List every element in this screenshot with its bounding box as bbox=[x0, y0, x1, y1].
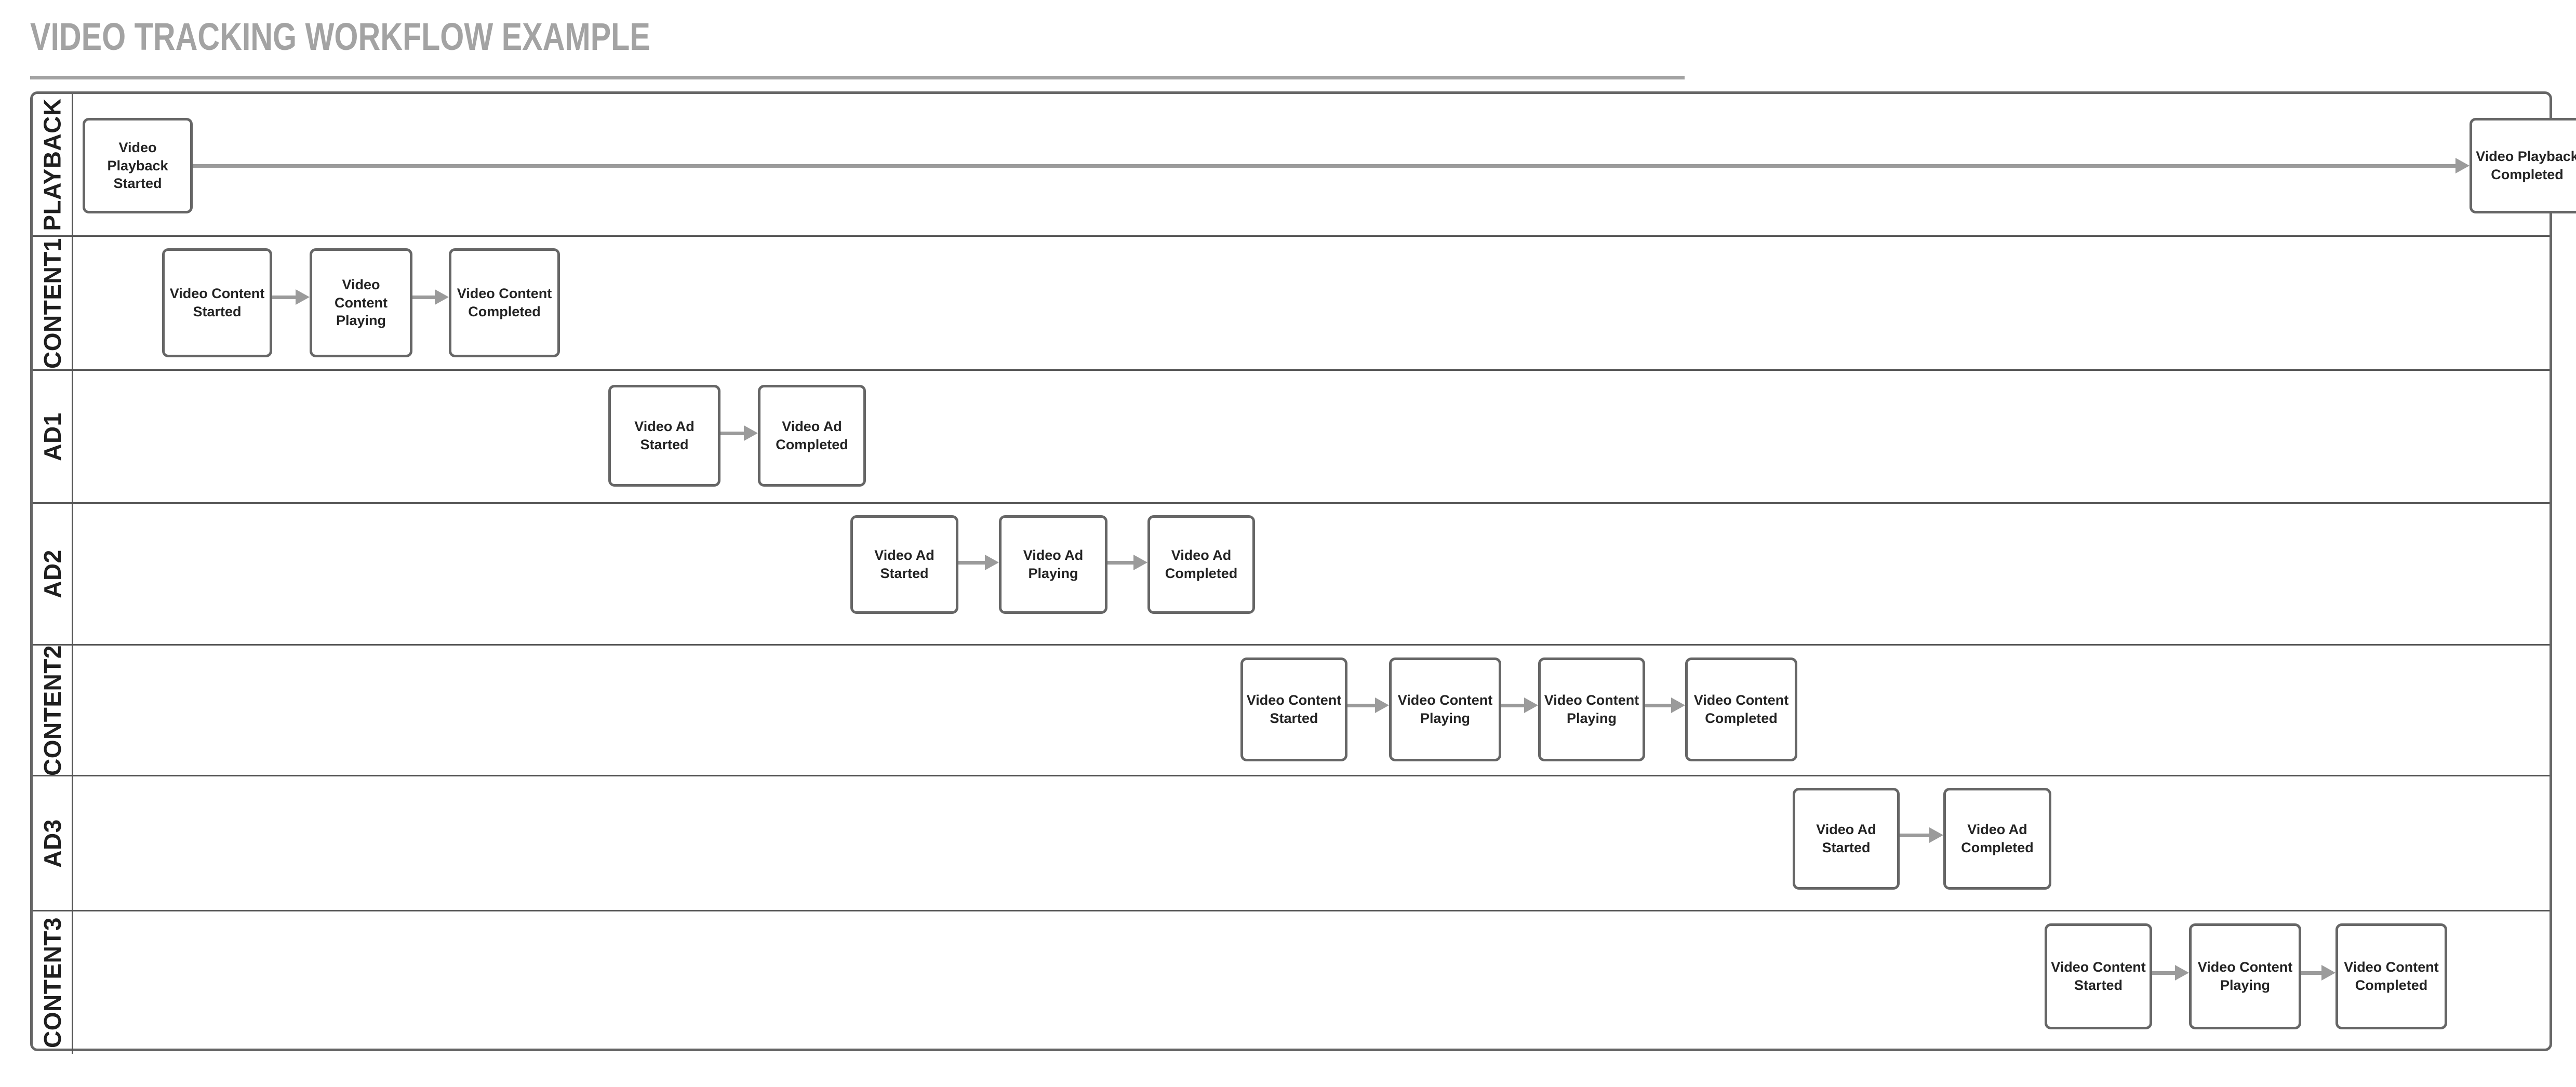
connector-arrowhead-icon bbox=[1133, 555, 1147, 570]
title-underline bbox=[30, 76, 1685, 79]
lane-body-content3: Video Content Started Video Content Playi… bbox=[73, 911, 2550, 1054]
swimlane-ad1: AD1 Video Ad Started Video Ad Completed bbox=[33, 371, 2550, 504]
connector-arrowhead-icon bbox=[435, 289, 449, 305]
flow-node[interactable]: Video Ad Playing bbox=[999, 515, 1107, 614]
connector-line bbox=[412, 296, 435, 299]
flow-node[interactable]: Video Content Playing bbox=[2189, 923, 2301, 1029]
connector-arrowhead-icon bbox=[296, 289, 310, 305]
connector-arrowhead-icon bbox=[1929, 827, 1943, 843]
connector-line bbox=[720, 432, 744, 435]
lane-label-text: CONTENT3 bbox=[38, 917, 66, 1048]
connector-arrowhead-icon bbox=[2321, 965, 2335, 981]
lane-label-text: CONTENT2 bbox=[38, 646, 66, 775]
lane-body-ad2: Video Ad Started Video Ad Playing Video Ad… bbox=[73, 504, 2550, 644]
connector-arrowhead-icon bbox=[1375, 697, 1389, 713]
lane-label-cell-content1: CONTENT1 bbox=[33, 237, 73, 369]
flow-node[interactable]: Video Content Completed bbox=[449, 248, 560, 357]
connector-arrowhead-icon bbox=[985, 555, 999, 570]
flow-node[interactable]: Video Content Playing bbox=[310, 248, 412, 357]
connector-arrowhead-icon bbox=[1524, 697, 1538, 713]
flow-node[interactable]: Video Ad Started bbox=[850, 515, 958, 614]
connector-line bbox=[1645, 704, 1671, 707]
connector-line bbox=[193, 164, 2455, 168]
flow-node[interactable]: Video Ad Completed bbox=[758, 385, 866, 487]
lane-body-ad1: Video Ad Started Video Ad Completed bbox=[73, 371, 2550, 502]
flow-node[interactable]: Video Ad Started bbox=[608, 385, 720, 487]
connector-line bbox=[2301, 971, 2321, 975]
connector-line bbox=[1501, 704, 1524, 707]
flow-node[interactable]: Video Ad Completed bbox=[1943, 788, 2051, 890]
connector-line bbox=[1347, 704, 1375, 707]
lane-body-content1: Video Content Started Video Content Playi… bbox=[73, 237, 2550, 369]
page-title: VIDEO TRACKING WORKFLOW EXAMPLE bbox=[30, 15, 650, 58]
lane-label-text: AD1 bbox=[38, 412, 66, 461]
connector-arrowhead-icon bbox=[2175, 965, 2189, 981]
lane-label-text: AD2 bbox=[38, 549, 66, 598]
connector-line bbox=[1900, 834, 1929, 837]
lane-label-cell-content2: CONTENT2 bbox=[33, 646, 73, 775]
flow-node[interactable]: Video Playback Started bbox=[83, 118, 193, 213]
lane-label-cell-ad2: AD2 bbox=[33, 504, 73, 644]
title-block: VIDEO TRACKING WORKFLOW EXAMPLE bbox=[30, 18, 1685, 80]
lane-label-cell-ad3: AD3 bbox=[33, 776, 73, 910]
swimlane-ad3: AD3 Video Ad Started Video Ad Completed bbox=[33, 776, 2550, 911]
lane-label-text: PLAYBACK bbox=[38, 98, 66, 231]
connector-arrowhead-icon bbox=[2455, 158, 2470, 173]
lane-label-text: AD3 bbox=[38, 818, 66, 868]
flow-node[interactable]: Video Playback Completed bbox=[2470, 118, 2576, 213]
lane-body-playback: Video Playback Started Video Playback Com… bbox=[73, 94, 2576, 235]
flow-node[interactable]: Video Content Started bbox=[1240, 657, 1347, 761]
flow-node[interactable]: Video Ad Started bbox=[1793, 788, 1900, 890]
flow-node[interactable]: Video Content Completed bbox=[1685, 657, 1797, 761]
connector-line bbox=[1107, 561, 1133, 565]
flow-node[interactable]: Video Content Playing bbox=[1389, 657, 1501, 761]
flow-node[interactable]: Video Content Completed bbox=[2335, 923, 2447, 1029]
connector-arrowhead-icon bbox=[1671, 697, 1685, 713]
flow-node[interactable]: Video Ad Completed bbox=[1147, 515, 1255, 614]
flow-node[interactable]: Video Content Started bbox=[2045, 923, 2152, 1029]
connector-line bbox=[2152, 971, 2175, 975]
connector-line bbox=[272, 296, 296, 299]
lane-body-ad3: Video Ad Started Video Ad Completed bbox=[73, 776, 2550, 910]
lane-label-text: CONTENT1 bbox=[38, 237, 66, 369]
flow-node[interactable]: Video Content Playing bbox=[1538, 657, 1645, 761]
lane-label-cell-ad1: AD1 bbox=[33, 371, 73, 502]
lane-label-cell-content3: CONTENT3 bbox=[33, 911, 73, 1054]
lane-body-content2: Video Content Started Video Content Playi… bbox=[73, 646, 2550, 775]
flow-node[interactable]: Video Content Started bbox=[162, 248, 272, 357]
lane-label-cell-playback: PLAYBACK bbox=[33, 94, 73, 235]
connector-arrowhead-icon bbox=[744, 425, 758, 441]
connector-line bbox=[958, 561, 985, 565]
